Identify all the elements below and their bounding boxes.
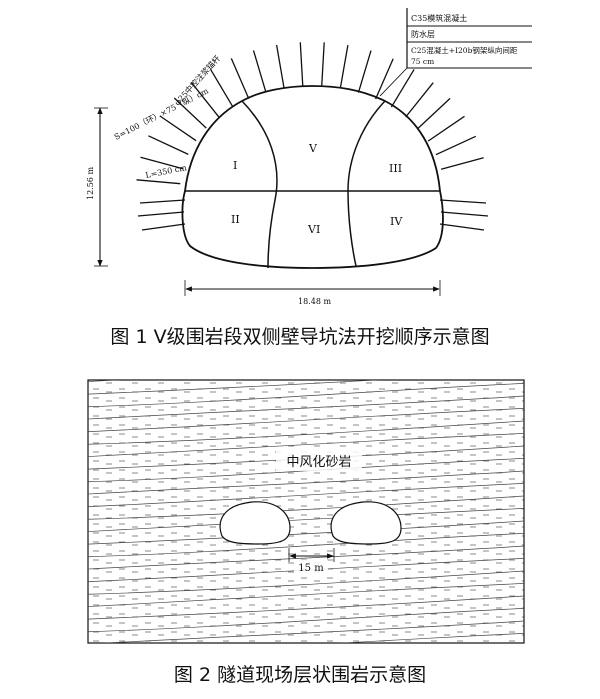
region-3: III bbox=[389, 162, 402, 175]
tunnel-spacing-dimension: 15 m bbox=[288, 548, 335, 574]
anchor-bolt bbox=[141, 223, 186, 231]
rock-stratum-line bbox=[88, 495, 524, 520]
legend-steel-frame: C25混凝土+I20b钢架纵向间距 bbox=[411, 45, 518, 55]
tunnel-spacing-label: 15 m bbox=[298, 563, 324, 574]
rock-stratum-line bbox=[88, 380, 382, 395]
figure-1-caption: 图 1 V级围岩段双侧壁导坑法开挖顺序示意图 bbox=[110, 326, 489, 348]
region-1: I bbox=[233, 159, 237, 172]
legend-steel-spacing: 75 cm bbox=[411, 57, 434, 66]
anchor-bolt bbox=[148, 135, 189, 155]
bolt-spacing-label: S=100（环）×75（纵）cm bbox=[113, 86, 210, 142]
rock-mass-frame bbox=[87, 379, 525, 644]
rock-stratum-line bbox=[88, 595, 524, 620]
anchor-bolt bbox=[252, 50, 267, 93]
anchor-bolt bbox=[190, 81, 220, 118]
lining-legend: C35模筑混凝土 防水层 C25混凝土+I20b钢架纵向间距 75 cm bbox=[379, 8, 532, 97]
height-label: 12.56 m bbox=[86, 167, 95, 200]
rock-strata-lines bbox=[88, 380, 524, 643]
anchor-bolt bbox=[230, 58, 250, 100]
anchor-bolt bbox=[159, 115, 197, 142]
left-tunnel-opening bbox=[219, 501, 291, 545]
anchor-bolt bbox=[173, 97, 207, 129]
rock-stratum-line bbox=[88, 470, 524, 495]
region-6: VI bbox=[307, 223, 320, 236]
rock-stratum-line bbox=[88, 570, 524, 595]
anchor-bolt bbox=[137, 211, 185, 217]
legend-waterproof: 防水层 bbox=[411, 29, 435, 39]
anchor-bolt bbox=[375, 58, 394, 100]
rock-stratum-line bbox=[88, 508, 524, 532]
anchor-bolt bbox=[139, 199, 186, 204]
anchor-bolt bbox=[299, 42, 304, 87]
anchor-bolt bbox=[440, 211, 489, 217]
figure-2-caption: 图 2 隧道现场层状围岩示意图 bbox=[174, 664, 426, 686]
anchor-bolt bbox=[417, 97, 451, 129]
anchor-bolt bbox=[435, 135, 477, 156]
height-dimension: 12.56 m bbox=[86, 107, 108, 267]
width-label: 18.48 m bbox=[298, 297, 331, 306]
anchor-bolt bbox=[440, 157, 484, 170]
rock-stratum-line bbox=[88, 395, 524, 420]
anchor-bolt bbox=[275, 44, 285, 89]
right-tunnel-opening bbox=[330, 501, 402, 545]
anchor-bolt bbox=[390, 69, 415, 108]
legend-concrete: C35模筑混凝土 bbox=[411, 13, 467, 23]
rock-stratum-line bbox=[88, 533, 524, 558]
figure-1-tunnel-section: I II III IV V VI C35模筑混凝土 防水层 C25混凝土+I20… bbox=[86, 8, 532, 348]
anchor-bolt bbox=[439, 199, 487, 204]
tunnel-outline bbox=[181, 85, 444, 269]
rock-stratum-line bbox=[88, 483, 524, 507]
rock-stratum-line bbox=[88, 380, 122, 382]
anchor-bolt bbox=[427, 115, 465, 142]
anchor-bolt bbox=[321, 42, 325, 87]
figure-2-layered-rock: 中风化砂岩 15 m 图 2 隧道现场层状围岩示意图 bbox=[87, 379, 525, 686]
rock-type-label: 中风化砂岩 bbox=[286, 455, 351, 470]
rock-stratum-line bbox=[88, 408, 524, 432]
rock-stratum-line bbox=[88, 458, 524, 483]
rock-stratum-line bbox=[336, 633, 524, 643]
anchor-bolt bbox=[405, 82, 434, 118]
anchor-bolt bbox=[136, 179, 181, 185]
region-2: II bbox=[231, 213, 240, 226]
rock-stratum-line bbox=[88, 520, 524, 545]
anchor-bolts bbox=[136, 42, 489, 231]
width-dimension: 18.48 m bbox=[184, 280, 441, 306]
anchor-bolt bbox=[439, 223, 485, 231]
rock-stratum-line bbox=[88, 608, 524, 633]
anchor-bolt bbox=[209, 68, 234, 108]
anchor-bolt bbox=[339, 44, 349, 89]
rock-stratum-line bbox=[100, 620, 524, 643]
bolt-length-label: L=350 cm bbox=[145, 163, 188, 180]
rock-stratum-line bbox=[88, 383, 524, 408]
right-pilot-wall bbox=[347, 100, 386, 267]
rock-stratum-line bbox=[88, 420, 524, 445]
region-5: V bbox=[308, 142, 318, 155]
left-pilot-wall bbox=[241, 100, 278, 269]
anchor-bolt bbox=[140, 156, 184, 170]
anchor-bolt bbox=[357, 50, 372, 93]
rock-stratum-line bbox=[88, 583, 524, 607]
region-4: IV bbox=[390, 215, 403, 228]
rock-stratum-line bbox=[88, 433, 524, 457]
